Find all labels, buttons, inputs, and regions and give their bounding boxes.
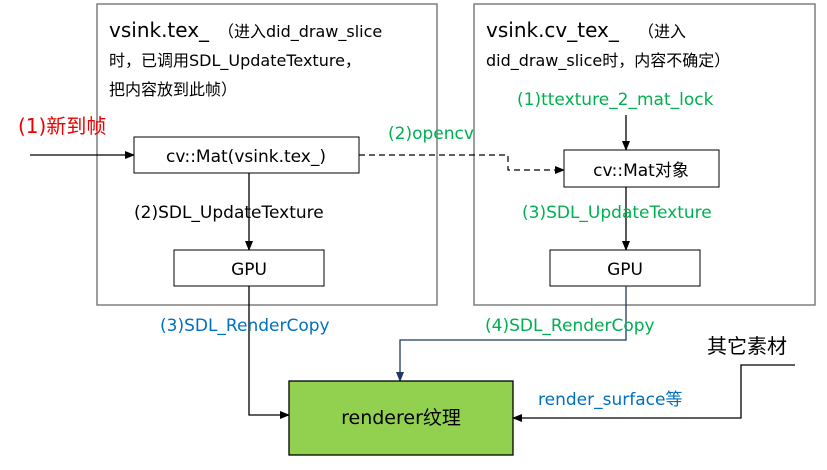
left-panel-note-1: （进入did_draw_slice (218, 22, 382, 42)
mat-right-box (563, 149, 720, 188)
other-material-arrow (512, 364, 795, 422)
render-copy-left-arrow (248, 286, 290, 419)
mat-right-label: cv::Mat对象 (593, 161, 689, 181)
right-panel-note-2: did_draw_slice时，内容不确定） (486, 51, 730, 71)
right-panel-title: vsink.cv_tex_ (486, 18, 620, 42)
render-copy-right-label: (4)SDL_RenderCopy (485, 316, 655, 336)
other-material-label: 其它素材 (707, 334, 787, 358)
renderer-texture-box (288, 380, 514, 456)
new-frame-label: (1)新到帧 (18, 114, 106, 138)
update-left-label: (2)SDL_UpdateTexture (134, 203, 324, 223)
opencv-label: (2)opencv (388, 124, 474, 144)
mat-left-box (133, 136, 360, 174)
gpu-right-label: GPU (607, 260, 643, 280)
mat-lock-label: (1)ttexture_2_mat_lock (517, 90, 714, 110)
opencv-connector (359, 154, 565, 174)
left-panel-note-3: 把内容放到此帧） (109, 80, 237, 99)
mat-left-label: cv::Mat(vsink.tex_) (166, 147, 326, 167)
right-panel-note-1: （进入 (638, 22, 686, 41)
render-surface-label: render_surface等 (538, 390, 682, 410)
gpu-left-box (173, 249, 325, 287)
gpu-left-label: GPU (231, 260, 267, 280)
render-copy-right-arrow (396, 286, 627, 382)
renderer-texture-label: renderer纹理 (341, 407, 461, 429)
render-copy-left-label: (3)SDL_RenderCopy (160, 316, 330, 336)
update-right-label: (3)SDL_UpdateTexture (522, 203, 712, 223)
left-panel-title: vsink.tex_ (109, 18, 210, 42)
left-panel-note-2: 时，已调用SDL_UpdateTexture， (109, 51, 361, 71)
gpu-right-box (549, 249, 701, 287)
